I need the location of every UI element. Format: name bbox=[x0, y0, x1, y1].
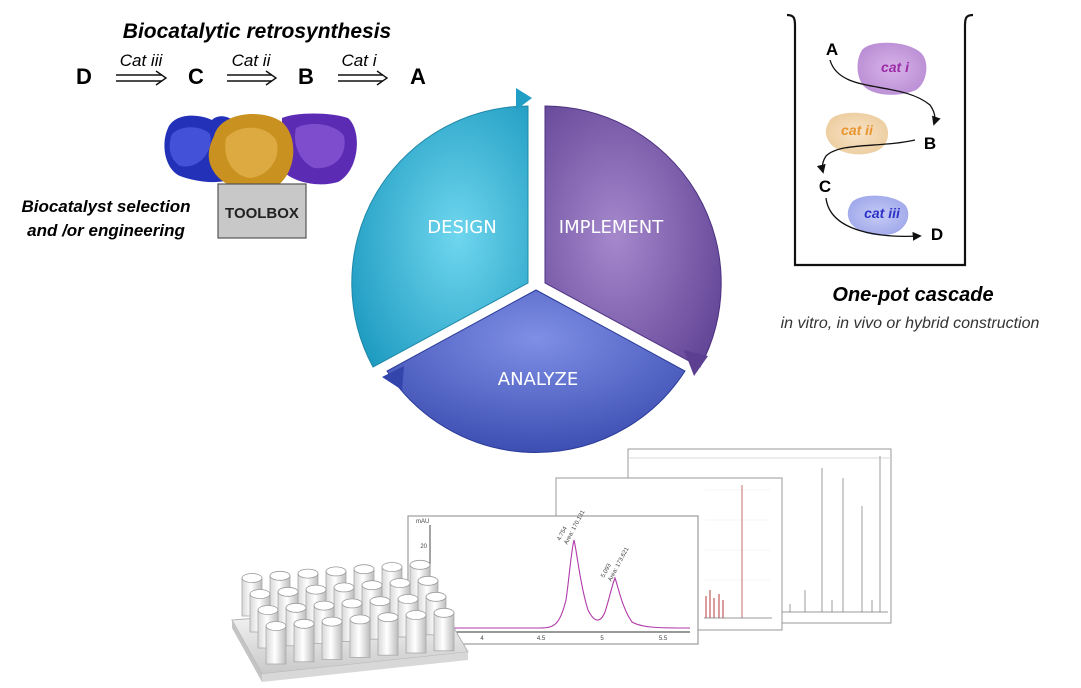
chromatogram-xtick: 5.5 bbox=[659, 636, 668, 642]
retro-arrows bbox=[116, 70, 389, 86]
toolbox-label: TOOLBOX bbox=[225, 205, 299, 222]
secondary-peaks bbox=[705, 590, 724, 618]
cat-i-enzyme-label: cat i bbox=[881, 59, 910, 75]
compound-d: D bbox=[76, 64, 92, 89]
cascade-arrow-c-d bbox=[825, 197, 922, 241]
enzyme-blob-cat-iii bbox=[847, 195, 909, 236]
analyze-segment bbox=[386, 289, 686, 453]
toolbox-icon bbox=[217, 183, 307, 239]
chromatogram-xtick: 5 bbox=[600, 636, 604, 642]
sample-tube-icon bbox=[405, 610, 427, 654]
cascade-compound-c: C bbox=[819, 177, 831, 196]
retro-arrow-icon bbox=[227, 70, 278, 86]
sample-tube-icon bbox=[349, 614, 371, 658]
chromatogram-xtick: 4 bbox=[480, 636, 484, 642]
cat-ii-enzyme-label: cat ii bbox=[841, 122, 874, 138]
sample-tube-icon bbox=[265, 621, 287, 665]
chromatogram-xtick: 4.5 bbox=[537, 636, 546, 642]
retro-arrow-icon bbox=[338, 70, 389, 86]
ms-peaks bbox=[789, 456, 881, 612]
sample-tube-icon bbox=[433, 607, 455, 652]
implement-label: IMPLEMENT bbox=[559, 217, 664, 238]
cascade-panel: cat i cat ii cat iii A B C D One-pot cas… bbox=[781, 13, 1040, 332]
sample-tube-icon bbox=[293, 618, 315, 663]
design-label: DESIGN bbox=[427, 217, 496, 238]
implement-segment bbox=[544, 105, 722, 368]
main-chromatogram-screen: mAU 20 15 10 5 4 4.5 5 5.5 4.754 Area: 1… bbox=[407, 509, 699, 645]
cat-i-label: Cat i bbox=[342, 51, 378, 70]
beaker-icon bbox=[786, 13, 974, 267]
implement-arrow-icon bbox=[684, 350, 708, 376]
cat-iii-label: Cat iii bbox=[120, 51, 164, 70]
cat-ii-label: Cat ii bbox=[232, 51, 272, 70]
cascade-arrow-b-c bbox=[816, 139, 916, 174]
toolbox-caption-line1: Biocatalyst selection bbox=[21, 197, 190, 216]
compound-c: C bbox=[188, 64, 204, 89]
compound-b: B bbox=[298, 64, 314, 89]
cascade-compound-a: A bbox=[826, 40, 838, 59]
toolbox-panel: TOOLBOX Biocatalyst selection and /or en… bbox=[21, 113, 357, 240]
cycle-diagram: DESIGN IMPLEMENT ANALYZE bbox=[351, 88, 722, 453]
toolbox-caption-line2: and /or engineering bbox=[27, 221, 185, 240]
cascade-title: One-pot cascade bbox=[832, 284, 993, 306]
analytics-panel: mAU 20 15 10 5 4 4.5 5 5.5 4.754 Area: 1… bbox=[231, 448, 892, 682]
retrosynthesis-title: Biocatalytic retrosynthesis bbox=[123, 20, 391, 43]
sample-tubes bbox=[241, 559, 455, 665]
cascade-compound-d: D bbox=[931, 225, 943, 244]
cascade-compound-b: B bbox=[924, 134, 936, 153]
chromatogram-trace bbox=[430, 539, 691, 629]
enzyme-blob-cat-ii bbox=[825, 112, 889, 155]
sample-tube-icon bbox=[321, 616, 343, 660]
retro-arrow-icon bbox=[116, 70, 168, 86]
design-arrow-icon bbox=[516, 88, 532, 110]
sample-tube-icon bbox=[377, 612, 399, 656]
analyze-arrow-icon bbox=[382, 366, 404, 390]
secondary-grid bbox=[705, 489, 770, 581]
enzyme-structure-icon bbox=[164, 113, 357, 192]
analyze-label: ANALYZE bbox=[498, 369, 578, 390]
cascade-subtitle: in vitro, in vivo or hybrid construction bbox=[781, 315, 1040, 332]
cascade-arrow-a-b bbox=[829, 59, 941, 126]
cat-iii-enzyme-label: cat iii bbox=[864, 205, 901, 221]
chromatogram-ylabel: mAU bbox=[416, 519, 429, 525]
design-segment bbox=[351, 105, 529, 368]
chromatogram-ytick: 20 bbox=[420, 544, 427, 550]
retrosynthesis-panel: Biocatalytic retrosynthesis D C B A Cat … bbox=[76, 20, 426, 89]
enzyme-blob-cat-i bbox=[857, 42, 927, 95]
sample-rack-icon bbox=[231, 559, 469, 682]
compound-a: A bbox=[410, 64, 426, 89]
